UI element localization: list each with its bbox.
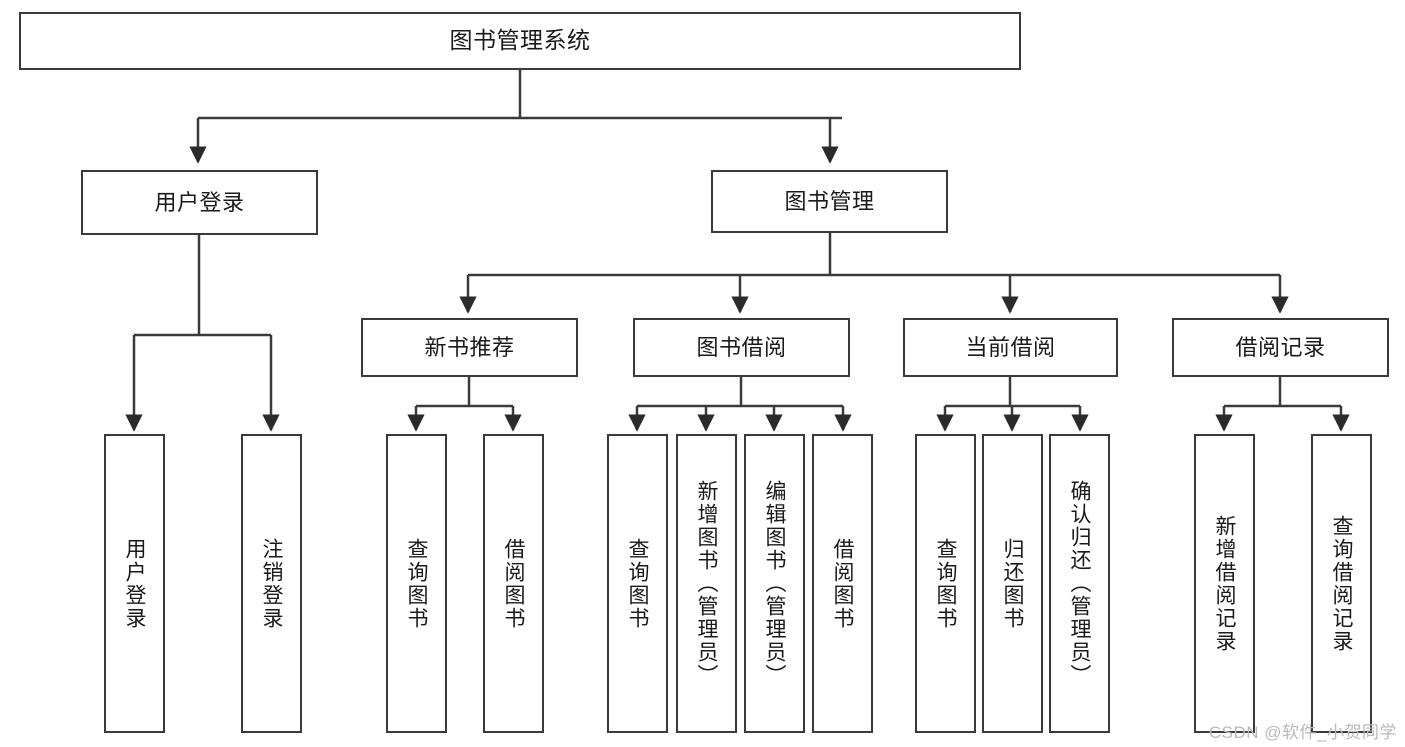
node-label: 归还图书 xyxy=(1001,537,1024,630)
node-label: 用户登录 xyxy=(154,189,245,215)
leaf-query-book-new[interactable]: 查询图书 xyxy=(386,434,447,733)
node-label: 查询图书 xyxy=(934,537,957,630)
node-borrow-record[interactable]: 借阅记录 xyxy=(1172,318,1389,377)
node-label: 当前借阅 xyxy=(965,334,1056,360)
node-label: 用户登录 xyxy=(123,537,146,630)
leaf-query-borrow-record[interactable]: 查询借阅记录 xyxy=(1311,434,1372,733)
node-label: 借阅图书 xyxy=(502,537,525,630)
node-new-book-recommend[interactable]: 新书推荐 xyxy=(361,318,578,377)
node-label: 图书管理系统 xyxy=(449,27,591,54)
leaf-edit-book-admin[interactable]: 编辑图书（管理员） xyxy=(744,434,805,733)
leaf-query-book-current[interactable]: 查询图书 xyxy=(915,434,976,733)
node-label: 新书推荐 xyxy=(424,334,515,360)
node-book-borrow[interactable]: 图书借阅 xyxy=(633,318,850,377)
node-label: 借阅图书 xyxy=(831,537,854,630)
node-user-login[interactable]: 用户登录 xyxy=(81,170,318,235)
node-label: 查询图书 xyxy=(626,537,649,630)
node-label: 查询图书 xyxy=(405,537,428,630)
node-label: 注销登录 xyxy=(260,537,283,630)
watermark: CSDN @软件_小贺同学 xyxy=(1208,723,1397,742)
leaf-confirm-return-admin[interactable]: 确认归还（管理员） xyxy=(1049,434,1110,733)
leaf-borrow-book[interactable]: 借阅图书 xyxy=(812,434,873,733)
node-label: 新增图书（管理员） xyxy=(695,480,718,687)
node-label: 图书管理 xyxy=(784,188,875,214)
leaf-borrow-book-new[interactable]: 借阅图书 xyxy=(483,434,544,733)
leaf-query-book-borrow[interactable]: 查询图书 xyxy=(607,434,668,733)
node-label: 查询借阅记录 xyxy=(1330,514,1353,653)
node-current-borrow[interactable]: 当前借阅 xyxy=(903,318,1118,377)
node-label: 新增借阅记录 xyxy=(1213,514,1236,653)
node-book-management[interactable]: 图书管理 xyxy=(711,170,948,233)
node-label: 图书借阅 xyxy=(696,334,787,360)
leaf-user-login[interactable]: 用户登录 xyxy=(104,434,165,733)
leaf-return-book[interactable]: 归还图书 xyxy=(982,434,1043,733)
node-label: 编辑图书（管理员） xyxy=(763,480,786,687)
leaf-logout[interactable]: 注销登录 xyxy=(241,434,302,733)
node-label: 确认归还（管理员） xyxy=(1068,480,1091,687)
leaf-add-borrow-record[interactable]: 新增借阅记录 xyxy=(1194,434,1255,733)
node-label: 借阅记录 xyxy=(1235,334,1326,360)
node-root-system[interactable]: 图书管理系统 xyxy=(19,12,1021,70)
leaf-add-book-admin[interactable]: 新增图书（管理员） xyxy=(676,434,737,733)
